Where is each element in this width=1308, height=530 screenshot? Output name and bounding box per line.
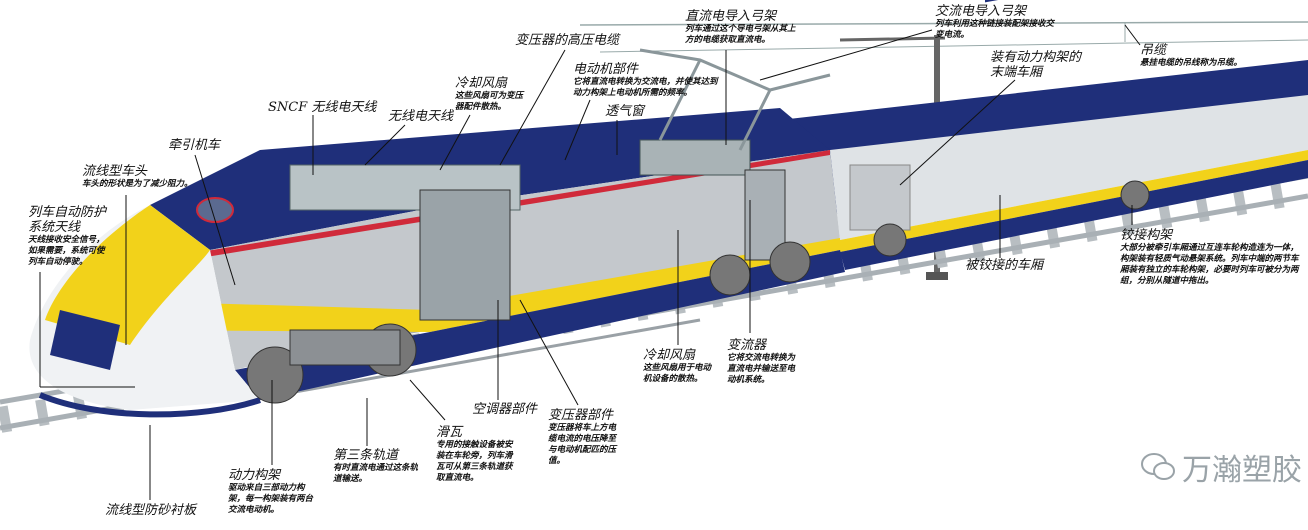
bogies — [246, 180, 1150, 404]
label-power-bogie: 动力构架驱动来自三部动力构架，每一构架装有两台交流电动机。 — [228, 468, 314, 515]
label-catenary: 吊缆悬挂电缆的吊线称为吊缆。 — [1140, 43, 1243, 68]
label-radio-antenna: 无线电天线 — [388, 109, 454, 124]
label-power-car: 牵引机车 — [168, 138, 221, 153]
label-transformer: 变压器部件变压器将车上方电缆电流的电压降至与电动机配匹的压值。 — [548, 408, 617, 466]
label-ac-pantograph: 交流电导入弓架列车利用这种链接装配架接收交变电流。 — [935, 4, 1055, 40]
label-motor-unit: 电动机部件它将直流电转换为交流电，并使其达到动力构架上电动机所需的频率。 — [573, 62, 718, 98]
label-ac-unit: 空调器部件 — [472, 402, 538, 417]
label-end-car: 装有动力构架的末端车厢 — [990, 50, 1082, 80]
label-cooling-fan-bottom: 冷却风扇这些风扇用于电动机设备的散热。 — [643, 348, 712, 384]
label-atp-antenna: 列车自动防护系统天线天线接收安全信号，如果需要，系统可使列车自动停驶。 — [28, 205, 107, 267]
watermark: 万瀚塑胶 — [1140, 445, 1302, 489]
pantographs — [639, 48, 831, 151]
leader-lines — [39, 24, 1141, 500]
label-sncf-antenna: SNCF 无线电天线 — [268, 100, 377, 115]
label-vent: 透气窗 — [605, 104, 645, 119]
label-shoe: 滑瓦专用的接触设备被安装在车轮旁，列车滑瓦可从第三条轨道获取直流电。 — [436, 425, 513, 483]
label-nose: 流线型车头车头的形状是为了减少阻力。 — [82, 164, 193, 189]
label-dc-pantograph: 直流电导入弓架列车通过这个导电弓架从其上方的电缆获取直流电。 — [685, 9, 796, 45]
label-third-rail: 第三条轨道有时直流电通过这条轨道输送。 — [333, 448, 419, 484]
trailer-cars — [780, 0, 1308, 270]
label-articulated-bogie: 铰接构架大部分被牵引车厢通过互连车轮构造连为一体，构架装有轻质气动悬架系统。列车… — [1120, 228, 1299, 286]
label-converter: 变流器它将交流电转换为直流电并输送至电动机系统。 — [727, 338, 796, 385]
wechat-icon — [1141, 453, 1175, 480]
label-hv-cable: 变压器的高压电缆 — [515, 33, 620, 48]
train-nose — [29, 197, 261, 418]
label-cooling-fan-top: 冷却风扇这些风扇可为变压器配件散热。 — [455, 76, 524, 112]
label-articulated-car: 被铰接的车厢 — [965, 258, 1044, 273]
label-skirt: 流线型防砂衬板 — [105, 503, 197, 518]
